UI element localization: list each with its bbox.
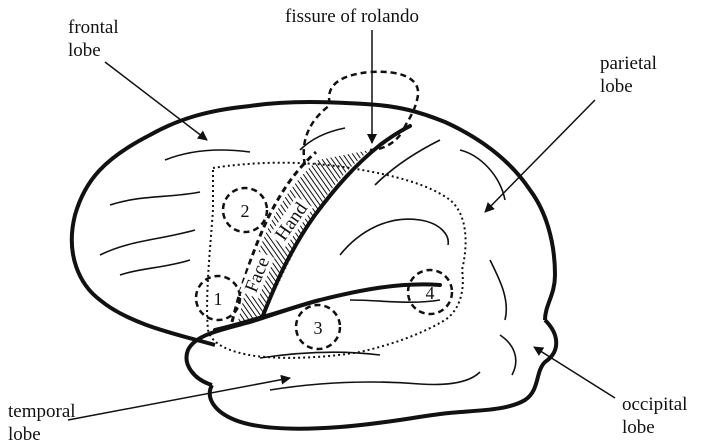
occipital-arrow (534, 347, 615, 398)
occipital-label-line1: occipital (622, 394, 687, 415)
sulcus (270, 372, 480, 390)
sulcus (100, 230, 195, 255)
sulcus (120, 260, 190, 275)
area-2-label: 2 (241, 201, 250, 221)
parietal-label-line1: parietal (600, 53, 657, 74)
sulcus (110, 192, 200, 205)
temporal-label-line2: lobe (8, 424, 41, 445)
temporal-label-line1: temporal (8, 401, 76, 422)
frontal-label-line2: lobe (68, 40, 101, 61)
area-4-label: 4 (426, 283, 435, 303)
dotted-boundary (207, 163, 466, 358)
sulcus (165, 150, 250, 160)
frontal-arrow (105, 62, 207, 140)
occipital-label-line2: lobe (622, 417, 655, 438)
temporal-arrow (68, 378, 290, 420)
sulcus (340, 219, 448, 255)
fissure-label: fissure of rolando (285, 6, 419, 27)
sulcus (500, 335, 516, 375)
sulcus (490, 260, 506, 320)
area-1-label: 1 (214, 289, 223, 309)
sulcus (375, 140, 440, 185)
parietal-label-line2: lobe (600, 76, 633, 97)
brain-outline (72, 102, 555, 345)
leg-area-outline (304, 72, 418, 165)
area-3-label: 3 (314, 318, 323, 338)
frontal-label-line1: frontal (68, 17, 119, 38)
occipital-outline (210, 320, 556, 429)
